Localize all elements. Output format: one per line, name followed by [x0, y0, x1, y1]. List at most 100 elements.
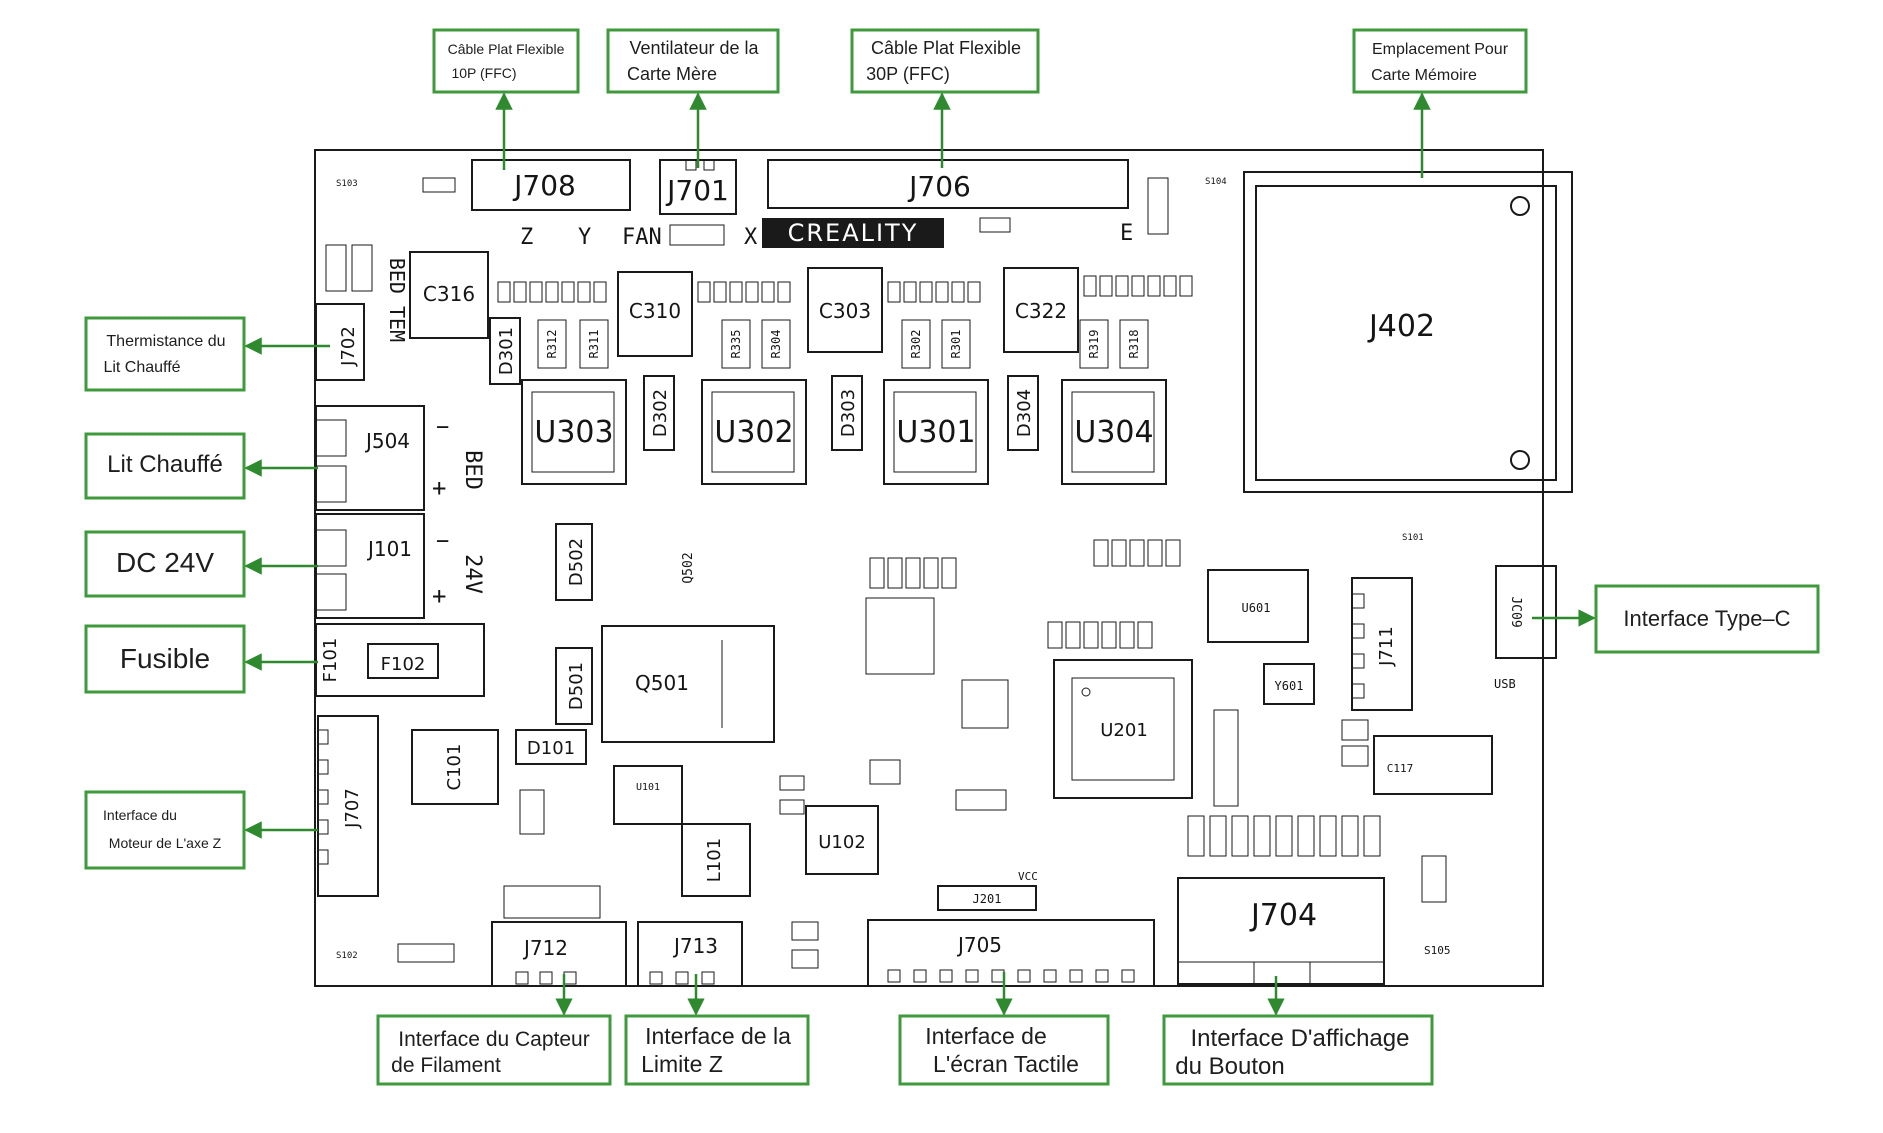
resistor-r311-label: R311	[587, 330, 601, 359]
chip-u303: U303	[521, 379, 627, 485]
mosfet-q501-label: Q501	[635, 671, 689, 695]
resistor-r301-label: R301	[949, 330, 963, 359]
diode-d302-label: D302	[650, 389, 671, 437]
callout-type-c: Interface Type–C	[1532, 584, 1820, 654]
connector-j702: J702	[315, 303, 365, 381]
callout-thermistor-line2: Lit Chauffé	[103, 359, 180, 376]
silk-24v-minus: −	[436, 529, 449, 554]
resistor-r335: R335	[721, 319, 751, 369]
chip-u201-label: U201	[1100, 720, 1148, 741]
callout-dc24v: DC 24V	[84, 530, 318, 598]
sd-card-slot-j402: J402	[1243, 171, 1573, 493]
connector-jc09-label: JC09	[1508, 596, 1523, 627]
connector-j704: J704	[1177, 877, 1385, 985]
diode-d302: D302	[643, 375, 675, 451]
cap-c117-label: C117	[1387, 762, 1414, 775]
callout-fuse: Fusible	[84, 624, 318, 694]
cap-c303-label: C303	[819, 299, 871, 323]
callout-j706-ffc-line2: 30P (FFC)	[866, 64, 950, 84]
connector-j504-label: J504	[364, 429, 410, 453]
silk-bed-tem: BED TEM	[385, 258, 409, 342]
diode-d101: D101	[515, 729, 587, 765]
diode-d304-label: D304	[1014, 389, 1035, 437]
callout-j708-ffc-line2: 10P (FFC)	[451, 65, 516, 81]
silk-vcc: VCC	[1018, 870, 1038, 883]
resistor-r335-label: R335	[729, 330, 743, 359]
brand-logo-bg	[762, 218, 944, 248]
diode-d301: D301	[489, 317, 521, 385]
callout-z-limit: Interface de la Limite Z	[624, 974, 810, 1086]
fuse-f102-label: F102	[381, 654, 426, 675]
connector-j707-label: J707	[342, 788, 363, 829]
callout-heated-bed: Lit Chauffé	[84, 432, 318, 500]
callout-heated-bed-line1: Lit Chauffé	[107, 451, 223, 478]
connector-jc09: JC09	[1495, 565, 1557, 659]
mosfet-q501: Q501	[601, 625, 775, 743]
silk-bed-minus: −	[436, 415, 449, 440]
resistor-r301: R301	[941, 319, 971, 369]
resistor-r304: R304	[761, 319, 791, 369]
chip-u102: U102	[805, 805, 879, 875]
silk-s102: S102	[336, 951, 358, 961]
diode-d303-label: D303	[838, 389, 859, 437]
silk-24v-plus: +	[432, 582, 446, 610]
connector-j706: J706	[767, 159, 1129, 209]
silk-s104: S104	[1205, 177, 1227, 187]
callout-filament-sensor-line2: de Filament	[391, 1054, 501, 1077]
connector-j504: J504	[315, 405, 425, 511]
callout-z-limit-line2: Limite Z	[641, 1051, 723, 1077]
diode-d502: D502	[555, 523, 593, 601]
crystal-y601: Y601	[1263, 663, 1315, 705]
chip-u102-label: U102	[818, 832, 866, 853]
cap-c322-label: C322	[1015, 299, 1067, 323]
silk-s105: S105	[1424, 944, 1451, 957]
callout-fan-line2: Carte Mère	[627, 64, 717, 84]
inductor-l101-label: L101	[704, 838, 725, 882]
connector-j708-label: J708	[512, 169, 576, 202]
chip-u101-label: U101	[636, 782, 660, 793]
resistor-r319-label: R319	[1087, 330, 1101, 359]
callout-z-motor-line1: Interface du	[103, 807, 177, 823]
resistor-r302-label: R302	[909, 330, 923, 359]
connector-j713-label: J713	[672, 934, 718, 958]
callout-touch-screen-line1: Interface de	[925, 1023, 1046, 1049]
connector-j706-label: J706	[907, 170, 971, 203]
chip-u302: U302	[701, 379, 807, 485]
connector-j705-label: J705	[956, 933, 1002, 957]
chip-u304: U304	[1061, 379, 1167, 485]
connector-j402-label: J402	[1367, 309, 1435, 344]
resistor-r318-label: R318	[1127, 330, 1141, 359]
callout-knob-display: Interface D'affichage du Bouton	[1162, 976, 1434, 1086]
callout-j706-ffc: Câble Plat Flexible 30P (FFC)	[850, 28, 1040, 168]
callout-fan: Ventilateur de la Carte Mère	[606, 28, 780, 168]
chip-u302-label: U302	[714, 415, 793, 450]
silk-bed-plus: +	[432, 474, 446, 502]
silk-fan: FAN	[622, 225, 662, 250]
silk-z: Z	[520, 225, 533, 250]
chip-u301: U301	[883, 379, 989, 485]
chip-u601: U601	[1207, 569, 1309, 643]
silk-24v: 24V	[460, 554, 485, 594]
connector-j705: J705	[867, 919, 1155, 987]
cap-c310: C310	[617, 271, 693, 357]
cap-c117: C117	[1373, 735, 1493, 795]
connector-j708: J708	[471, 159, 631, 211]
callout-thermistor: Thermistance du Lit Chauffé	[84, 316, 330, 392]
callout-fan-line1: Ventilateur de la	[629, 38, 759, 58]
silk-bed: BED	[460, 450, 485, 490]
connector-j711: J711	[1351, 577, 1413, 711]
resistor-r318: R318	[1119, 319, 1149, 369]
connector-j704-label: J704	[1249, 898, 1317, 933]
callout-knob-display-line1: Interface D'affichage	[1191, 1025, 1410, 1052]
cap-c316-label: C316	[423, 282, 475, 306]
resistor-r312: R312	[537, 319, 567, 369]
callout-touch-screen: Interface de L'écran Tactile	[898, 972, 1110, 1086]
resistor-r302: R302	[901, 319, 931, 369]
connector-j201-label: J201	[973, 892, 1002, 906]
callout-j706-ffc-line1: Câble Plat Flexible	[871, 38, 1021, 58]
chip-u601-label: U601	[1242, 601, 1271, 615]
callout-knob-display-line2: du Bouton	[1175, 1053, 1284, 1080]
callout-sd-card-line1: Emplacement Pour	[1372, 41, 1509, 58]
callout-j708-ffc: Câble Plat Flexible 10P (FFC)	[432, 28, 580, 170]
